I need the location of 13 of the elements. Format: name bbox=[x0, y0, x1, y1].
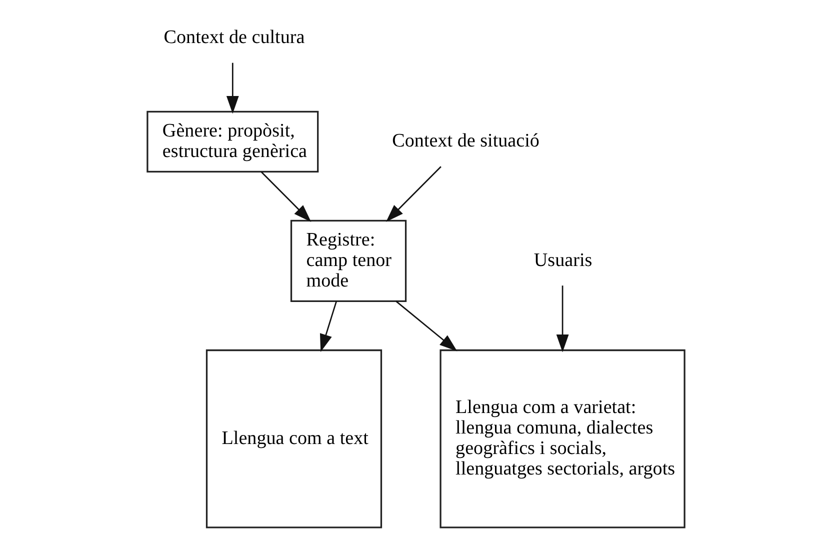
arrow bbox=[556, 286, 569, 352]
arrow bbox=[226, 62, 239, 114]
arrow bbox=[320, 301, 338, 352]
arrow bbox=[396, 300, 458, 352]
arrow bbox=[260, 171, 312, 222]
node-text: Context de situació bbox=[392, 130, 540, 152]
node-box: Llengua com a varietat: llengua comuna, dialectes geogràfics i socials, llenguatges sectorials, argots bbox=[440, 349, 686, 528]
node-box: Gènere: propòsit, estructura genèrica bbox=[146, 110, 319, 172]
node-text: Context de cultura bbox=[164, 27, 305, 48]
arrow bbox=[386, 166, 442, 222]
node-box: Llengua com a text bbox=[206, 349, 382, 528]
node-text: Usuaris bbox=[534, 250, 592, 271]
node-box: Registre: camp tenor mode bbox=[290, 220, 407, 302]
